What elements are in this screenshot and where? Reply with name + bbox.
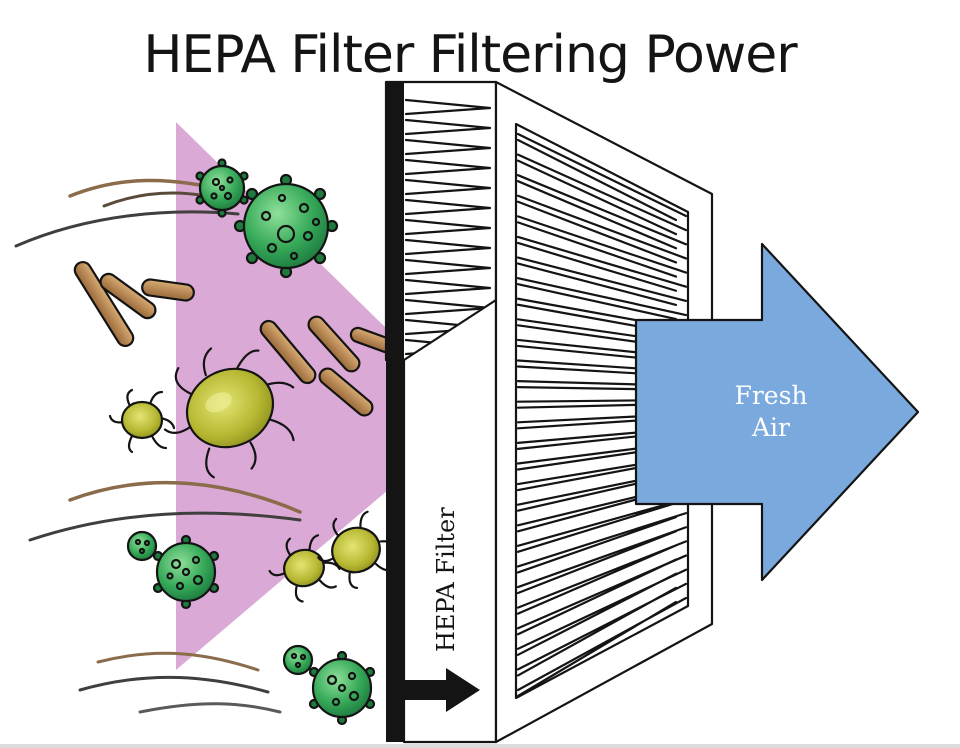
pleat-line <box>404 258 492 276</box>
dust-mite-group <box>108 347 397 603</box>
pleat-line <box>516 132 688 222</box>
pleat-line <box>404 158 492 176</box>
pleat-line <box>404 178 492 196</box>
filter-back-edge <box>386 82 404 742</box>
pleat-line <box>516 174 688 250</box>
hair-icon <box>138 702 282 714</box>
pollen-icon <box>152 534 220 610</box>
pleat-line <box>516 215 688 278</box>
pleat-line <box>516 512 688 574</box>
pleat-line <box>516 153 688 236</box>
pollen-icon <box>308 650 376 726</box>
hair-icon <box>78 675 270 694</box>
fresh-air-label-line1: Fresh <box>734 381 807 410</box>
fiber-group <box>73 260 395 417</box>
pleat-line <box>516 526 688 595</box>
pleat-line <box>516 497 688 553</box>
hair-icon <box>68 480 302 514</box>
pollen-icon <box>282 644 314 676</box>
pleat-line <box>404 238 492 256</box>
hair-icon <box>28 511 302 542</box>
fiber-icon <box>73 260 135 348</box>
fiber-icon <box>318 367 374 417</box>
bottom-rule <box>0 744 960 748</box>
fiber-icon <box>141 278 195 302</box>
hair-icon <box>96 651 260 672</box>
dust-mite-icon <box>108 388 176 454</box>
fresh-air-label-line2: Air <box>751 413 790 442</box>
hepa-filter: HEPA Filter <box>384 80 714 744</box>
fiber-icon <box>99 272 157 320</box>
pleat-line <box>516 194 688 264</box>
pollen-icon <box>126 530 158 562</box>
pleat-line <box>404 278 492 296</box>
page-title: HEPA Filter Filtering Power <box>143 25 798 85</box>
fiber-icon <box>259 319 317 385</box>
dust-mite-icon <box>163 347 295 479</box>
pleat-line <box>404 138 492 156</box>
pleat-line <box>516 235 688 292</box>
pleat-line <box>404 98 492 116</box>
fresh-air-arrow: Fresh Air <box>634 242 920 582</box>
pleat-line <box>516 568 688 656</box>
pleat-line <box>516 554 688 636</box>
pollen-icon <box>233 173 339 279</box>
pollen-icon <box>195 158 249 218</box>
pleat-line <box>516 596 688 698</box>
hair-icon <box>14 210 240 248</box>
dust-mite-icon <box>268 534 341 603</box>
pleat-line <box>404 198 492 216</box>
pleat-line <box>404 218 492 236</box>
pleat-line <box>516 582 688 677</box>
filter-label: HEPA Filter <box>432 507 460 652</box>
fiber-icon <box>307 315 361 373</box>
pleat-line <box>404 118 492 136</box>
pollen-group <box>126 158 376 726</box>
pleat-line <box>516 277 688 321</box>
arrow-right-icon <box>404 668 480 712</box>
pleat-line <box>516 256 688 306</box>
pleat-line <box>516 540 688 615</box>
